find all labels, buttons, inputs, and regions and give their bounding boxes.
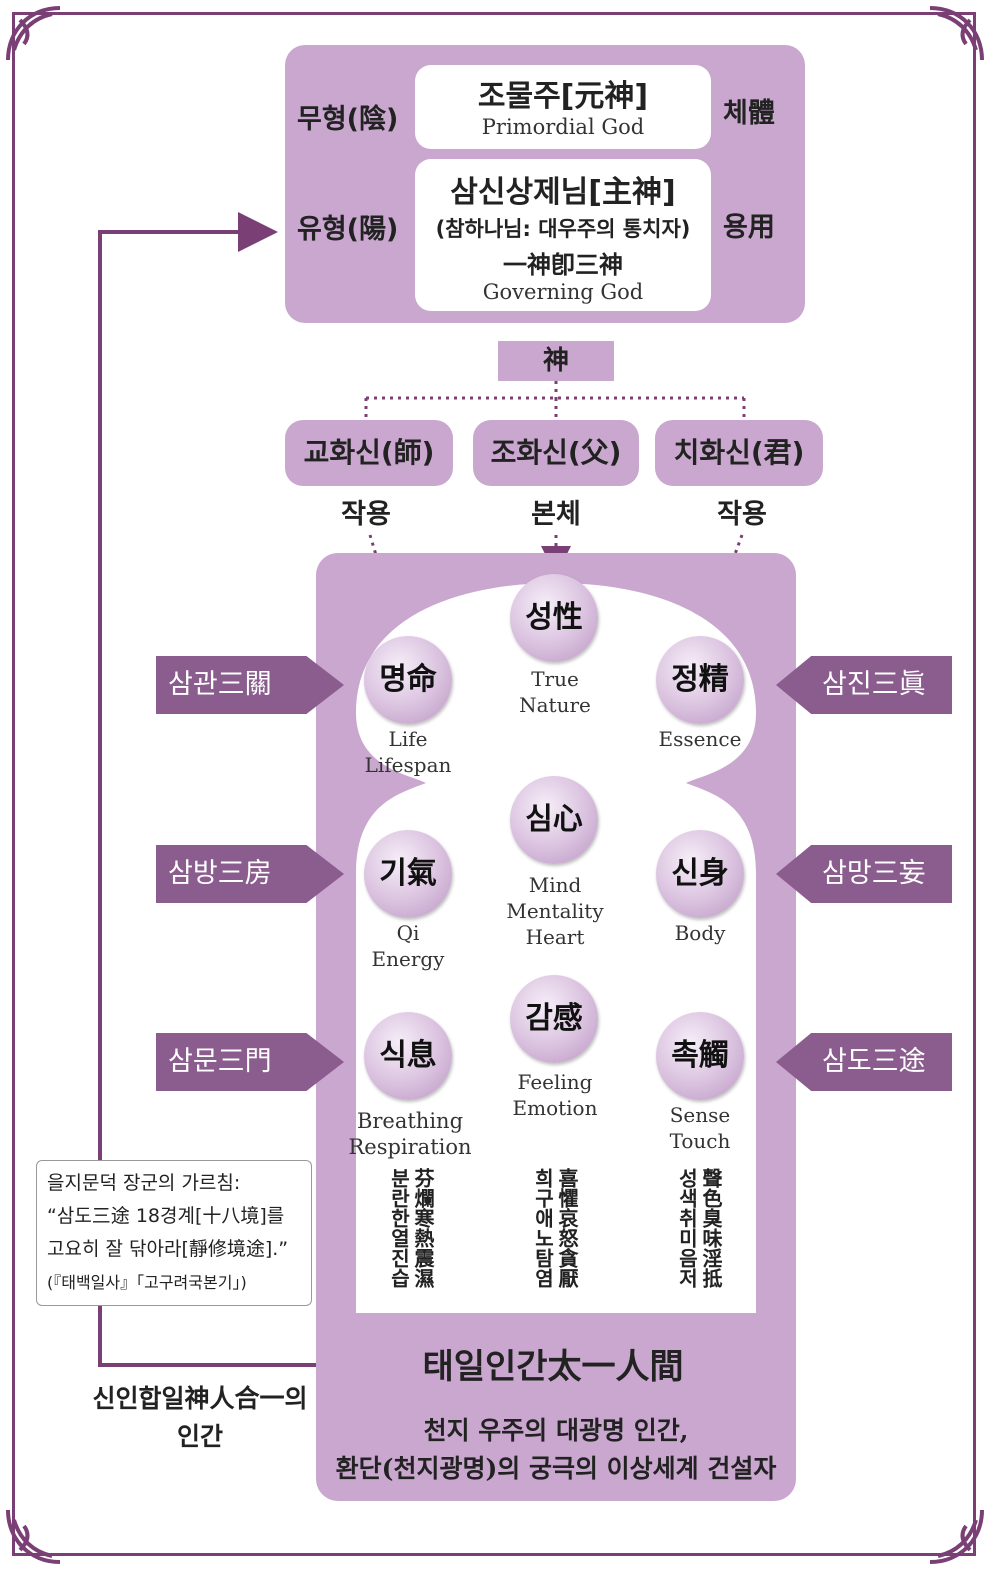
governing-god-box: 삼신상제님[主神] (참하나님: 대우주의 통치자) 一神卽三神 Governi… (415, 159, 711, 311)
tag-samdo: 삼도三途 (776, 1033, 952, 1091)
tag-sambang: 삼방三房 (156, 845, 344, 903)
tag-sammang: 삼망三妄 (776, 845, 952, 903)
bottom-caption: 천지 우주의 대광명 인간, 환단(천지광명)의 궁극의 이상세계 건설자 (335, 1416, 777, 1483)
corner-ornament-bottom-right (929, 1509, 984, 1564)
sin-english: Body (674, 921, 726, 945)
tag-sammun: 삼문三門 (156, 1033, 344, 1091)
tag-samjin: 삼진三眞 (776, 656, 952, 714)
sinin-label: 신인합일神人合一의 인간 (92, 1384, 308, 1451)
gam-node: 감感 (510, 975, 598, 1063)
chihwa-god-pill: 치화신(君) (655, 420, 823, 486)
god-panel: 무형(陰) 유형(陽) 체體 용用 조물주[元神] Primordial God… (285, 45, 805, 323)
column-gam-hanja: 喜懼哀怒貪厭 (555, 1168, 579, 1288)
primordial-god-korean: 조물주[元神] (477, 79, 649, 114)
sim-node: 심心 (510, 776, 598, 864)
page-frame (12, 12, 976, 1556)
column-sik-hangul: 분란한열진습 (387, 1168, 411, 1288)
quote-line-2: “삼도三途 18경계[十八境]를 (47, 1205, 285, 1227)
primordial-god-english: Primordial God (481, 115, 645, 139)
chihwa-role-label: 작용 (717, 499, 767, 530)
sin-node: 신身 (656, 830, 744, 918)
column-chok-states: 聲色臭味淫抵 성색취미음저 (672, 1164, 726, 1304)
governing-god-subtitle: (참하나님: 대우주의 통치자) (435, 217, 691, 241)
taeil-human-box: 태일인간太一人間 (388, 1333, 718, 1401)
quote-source: (『태백일사』「고구려국본기」) (47, 1273, 247, 1292)
column-gam-hangul: 희구애노탐염 (531, 1168, 555, 1288)
sik-node: 식息 (364, 1012, 452, 1100)
shin-box: 神 (498, 341, 614, 381)
corner-ornament-top-left (6, 6, 61, 61)
yang-label: 유형(陽) (297, 214, 399, 245)
column-sik-states: 芬爛寒熱震濕 분란한열진습 (384, 1164, 438, 1304)
myeong-node: 명命 (364, 636, 452, 724)
governing-god-english: Governing God (482, 280, 644, 304)
seong-node: 성性 (510, 574, 598, 662)
johwa-god-pill: 조화신(父) (473, 420, 639, 486)
gyohwa-god-pill: 교화신(師) (285, 420, 453, 486)
yong-label: 용用 (723, 212, 775, 243)
johwa-role-label: 본체 (531, 499, 581, 530)
chok-node: 촉觸 (656, 1012, 744, 1100)
quote-line-3: 고요히 잘 닦아라[靜修境途].” (47, 1238, 289, 1260)
column-chok-hanja: 聲色臭味淫抵 (699, 1168, 723, 1288)
jeong-node: 정精 (656, 636, 744, 724)
tag-samgwan: 삼관三關 (156, 656, 344, 714)
quote-box: 을지문덕 장군의 가르침: “삼도三途 18경계[十八境]를 고요히 잘 닦아라… (36, 1160, 312, 1306)
governing-god-korean: 삼신상제님[主神] (450, 175, 676, 210)
yin-label: 무형(陰) (297, 104, 399, 135)
primordial-god-box: 조물주[元神] Primordial God (415, 65, 711, 149)
column-chok-hangul: 성색취미음저 (675, 1168, 699, 1288)
inner-white-shape (356, 583, 756, 1313)
gyohwa-role-label: 작용 (341, 499, 391, 530)
gi-node: 기氣 (364, 830, 452, 918)
che-label: 체體 (723, 98, 775, 129)
column-gam-states: 喜懼哀怒貪厭 희구애노탐염 (528, 1164, 582, 1304)
quote-line-1: 을지문덕 장군의 가르침: (47, 1172, 241, 1194)
corner-ornament-top-right (929, 6, 984, 61)
corner-ornament-bottom-left (6, 1509, 61, 1564)
jeong-english: Essence (658, 727, 742, 751)
column-sik-hanja: 芬爛寒熱震濕 (411, 1168, 435, 1288)
governing-god-hanja: 一神卽三神 (503, 251, 623, 279)
